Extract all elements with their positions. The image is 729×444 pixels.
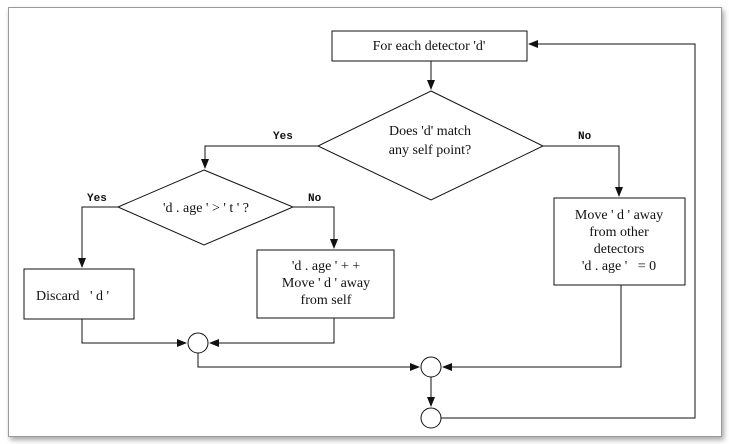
- age-increment-box: [256, 249, 395, 319]
- junction-bottom: [420, 407, 442, 429]
- edge-age-no: [293, 206, 338, 249]
- junction-left: [187, 332, 209, 354]
- edge-age-yes: [78, 206, 118, 268]
- discard-box: [23, 268, 135, 320]
- move-away-line3: detectors: [594, 242, 645, 257]
- start-box: [331, 30, 528, 62]
- match-decision: [316, 90, 545, 201]
- age-increment-line3: from self: [301, 293, 352, 308]
- start-label: For each detector 'd': [373, 39, 486, 54]
- move-away-line2: from other: [589, 225, 649, 240]
- age-question-label: 'd . age ' > ' t ' ?: [163, 201, 249, 216]
- move-away-line1: Move ' d ' away: [575, 208, 663, 223]
- age-decision: [116, 169, 295, 246]
- edge-discard-to-junction: [81, 319, 187, 347]
- edge-increment-to-junction: [209, 318, 335, 347]
- age-increment-line1: 'd . age ' + +: [292, 259, 360, 274]
- junction-mid: [420, 356, 442, 378]
- edge-loop-back: [441, 40, 696, 419]
- age-increment-line2: Move ' d ' away: [282, 276, 370, 291]
- match-yes-label: Yes: [273, 131, 293, 143]
- age-no-label: No: [308, 193, 322, 205]
- discard-label: Discard ' d ': [36, 289, 109, 304]
- match-question-line1: Does 'd' match: [389, 124, 471, 139]
- edge-left-junction-to-mid: [197, 353, 420, 371]
- match-no-label: No: [578, 131, 592, 143]
- edge-match-no: [543, 145, 623, 197]
- match-question-line2: any self point?: [389, 143, 471, 158]
- edge-move-to-mid: [442, 285, 622, 371]
- move-away-line4: 'd . age ' = 0: [582, 259, 656, 274]
- age-yes-label: Yes: [87, 193, 107, 205]
- edge-match-yes: [201, 145, 318, 169]
- move-away-box: [553, 197, 686, 286]
